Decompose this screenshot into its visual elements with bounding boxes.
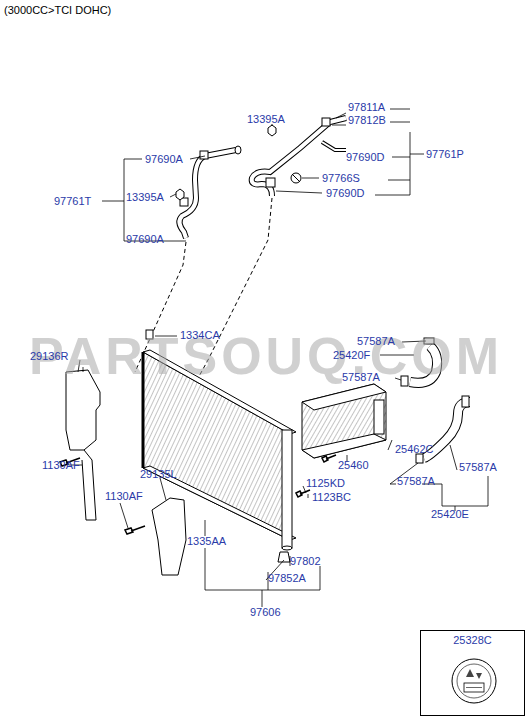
- callout-number: 97766S: [322, 172, 360, 184]
- callout-number: 1123BC: [312, 491, 351, 503]
- watermark: PARTSOUQ.COM: [29, 330, 503, 382]
- callout-number: 29135L: [140, 468, 177, 480]
- callout-number: 97802: [290, 555, 321, 567]
- callout-number: 97761T: [54, 195, 91, 207]
- callout-number: 57587A: [357, 335, 395, 347]
- callout-number: 57587A: [397, 475, 435, 487]
- callout-number: 97761P: [426, 148, 464, 160]
- refrigerant-label-icon: [444, 651, 504, 711]
- callout-number: 29136R: [30, 350, 69, 362]
- callout-number: 13395A: [247, 113, 285, 125]
- callout-number: 25420F: [333, 349, 370, 361]
- diagram-title: (3000CC>TCI DOHC): [4, 4, 111, 16]
- callout-number: 97811A: [348, 101, 385, 113]
- callout-number: 25420E: [431, 508, 469, 520]
- callout-number: 97812B: [348, 114, 386, 126]
- callout-number: 25460: [338, 459, 369, 471]
- callout-number: 97690A: [126, 233, 164, 245]
- callout-number: 13395A: [126, 191, 164, 203]
- callout-number: 57587A: [459, 461, 497, 473]
- callout-number: 57587A: [342, 371, 380, 383]
- callout-number: 25462C: [395, 443, 434, 455]
- callout-number: 97606: [250, 606, 281, 618]
- callout-number: 97690D: [346, 151, 385, 163]
- callout-number: 97690D: [326, 187, 365, 199]
- callout-number: 1125KD: [306, 477, 345, 489]
- part-number: 25328C: [421, 631, 524, 646]
- callout-number: 1335AA: [187, 535, 226, 547]
- callout-number: 97690A: [145, 153, 183, 165]
- callout-number: 97852A: [268, 572, 306, 584]
- callout-number: 1130AF: [105, 490, 143, 502]
- callout-number: 1334CA: [180, 329, 220, 341]
- callout-number: 1130AF: [42, 459, 80, 471]
- part-box: 25328C: [420, 630, 525, 716]
